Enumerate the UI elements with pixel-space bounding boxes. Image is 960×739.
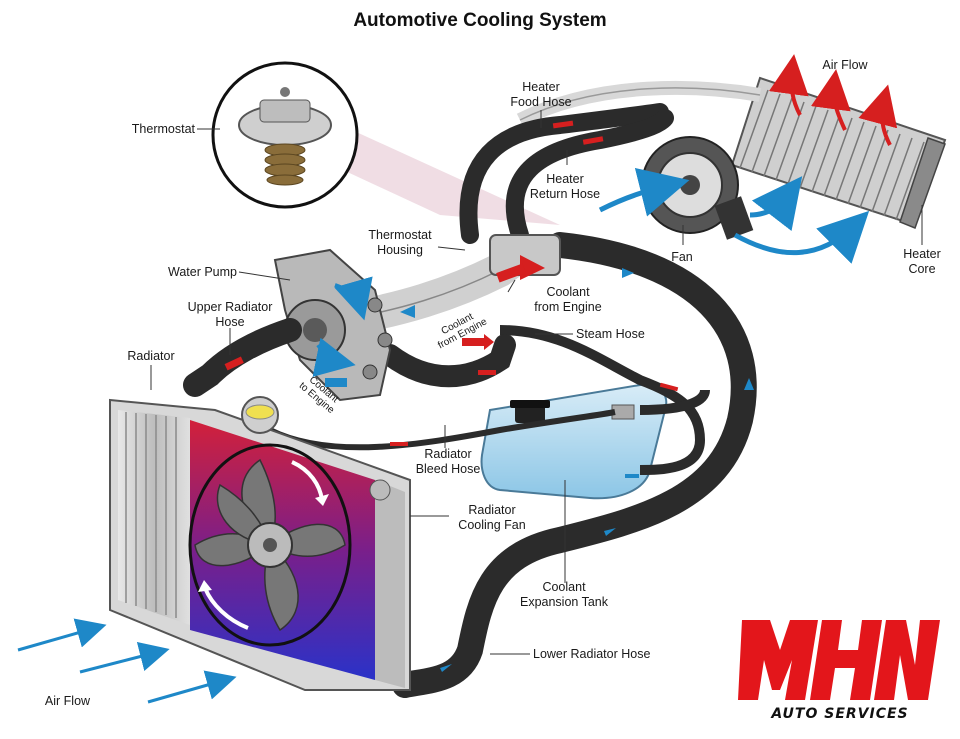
heater-core-line2: Core <box>908 262 936 276</box>
coolant-from-engine-label: Coolant from Engine <box>518 285 618 315</box>
coolant-expansion-tank <box>480 383 668 500</box>
coolant-from-engine-line1: Coolant <box>546 285 590 299</box>
air-flow-hot-arrows <box>769 54 898 146</box>
water-pump-label: Water Pump <box>167 265 237 279</box>
thermostat-label: Thermostat <box>131 122 195 136</box>
thermostat-callout-cone <box>300 120 560 225</box>
logo-subtitle: AUTO SERVICES <box>771 706 909 722</box>
mhn-logo-mark <box>738 620 940 700</box>
heater-core-line1: Heater <box>903 247 941 261</box>
thermostat-housing-label: Thermostat Housing <box>358 228 442 258</box>
coolant-expansion-tank-line2: Expansion Tank <box>519 595 609 609</box>
air-flow-cold-arrows <box>17 618 237 704</box>
upper-radiator-hose-label: Upper Radiator Hose <box>175 300 285 330</box>
heater-food-hose-line2: Food Hose <box>510 95 572 109</box>
heater-return-hose-line1: Heater <box>546 172 584 186</box>
heater-core-label: Heater Core <box>888 247 956 277</box>
radiator-label: Radiator <box>127 349 175 363</box>
coolant-expansion-tank-line1: Coolant <box>542 580 586 594</box>
heater-return-hose-line2: Return Hose <box>529 187 601 201</box>
thermostat-inset <box>211 61 359 209</box>
air-flow-bottom-label: Air Flow <box>44 694 91 708</box>
radiator-cooling-fan-label: Radiator Cooling Fan <box>447 503 537 533</box>
thermostat-housing-line2: Housing <box>377 243 423 257</box>
radiator-bleed-hose-line2: Bleed Hose <box>415 462 481 476</box>
radiator-cooling-fan-line1: Radiator <box>468 503 516 517</box>
radiator-bleed-hose-label: Radiator Bleed Hose <box>408 447 488 477</box>
heater-return-hose-label: Heater Return Hose <box>515 172 615 202</box>
heater-food-hose-line1: Heater <box>522 80 560 94</box>
fan-air-arrows <box>598 168 870 264</box>
radiator-bleed-hose-line1: Radiator <box>424 447 472 461</box>
radiator-cooling-fan-line2: Cooling Fan <box>458 518 526 532</box>
heater-core <box>730 76 947 229</box>
coolant-from-engine-line2: from Engine <box>534 300 602 314</box>
upper-radiator-hose-line2: Hose <box>215 315 245 329</box>
heater-food-hose-label: Heater Food Hose <box>496 80 586 110</box>
thermostat-housing-line1: Thermostat <box>368 228 432 242</box>
diagram-title: Automotive Cooling System <box>353 10 607 31</box>
air-flow-top-label: Air Flow <box>822 58 868 72</box>
radiator-cooling-fan <box>188 443 352 647</box>
fan-label: Fan <box>671 250 693 264</box>
upper-radiator-hose-line1: Upper Radiator <box>187 300 273 314</box>
coolant-expansion-tank-label: Coolant Expansion Tank <box>510 580 618 610</box>
lower-radiator-hose-label: Lower Radiator Hose <box>533 647 651 661</box>
steam-hose-label: Steam Hose <box>576 327 645 341</box>
